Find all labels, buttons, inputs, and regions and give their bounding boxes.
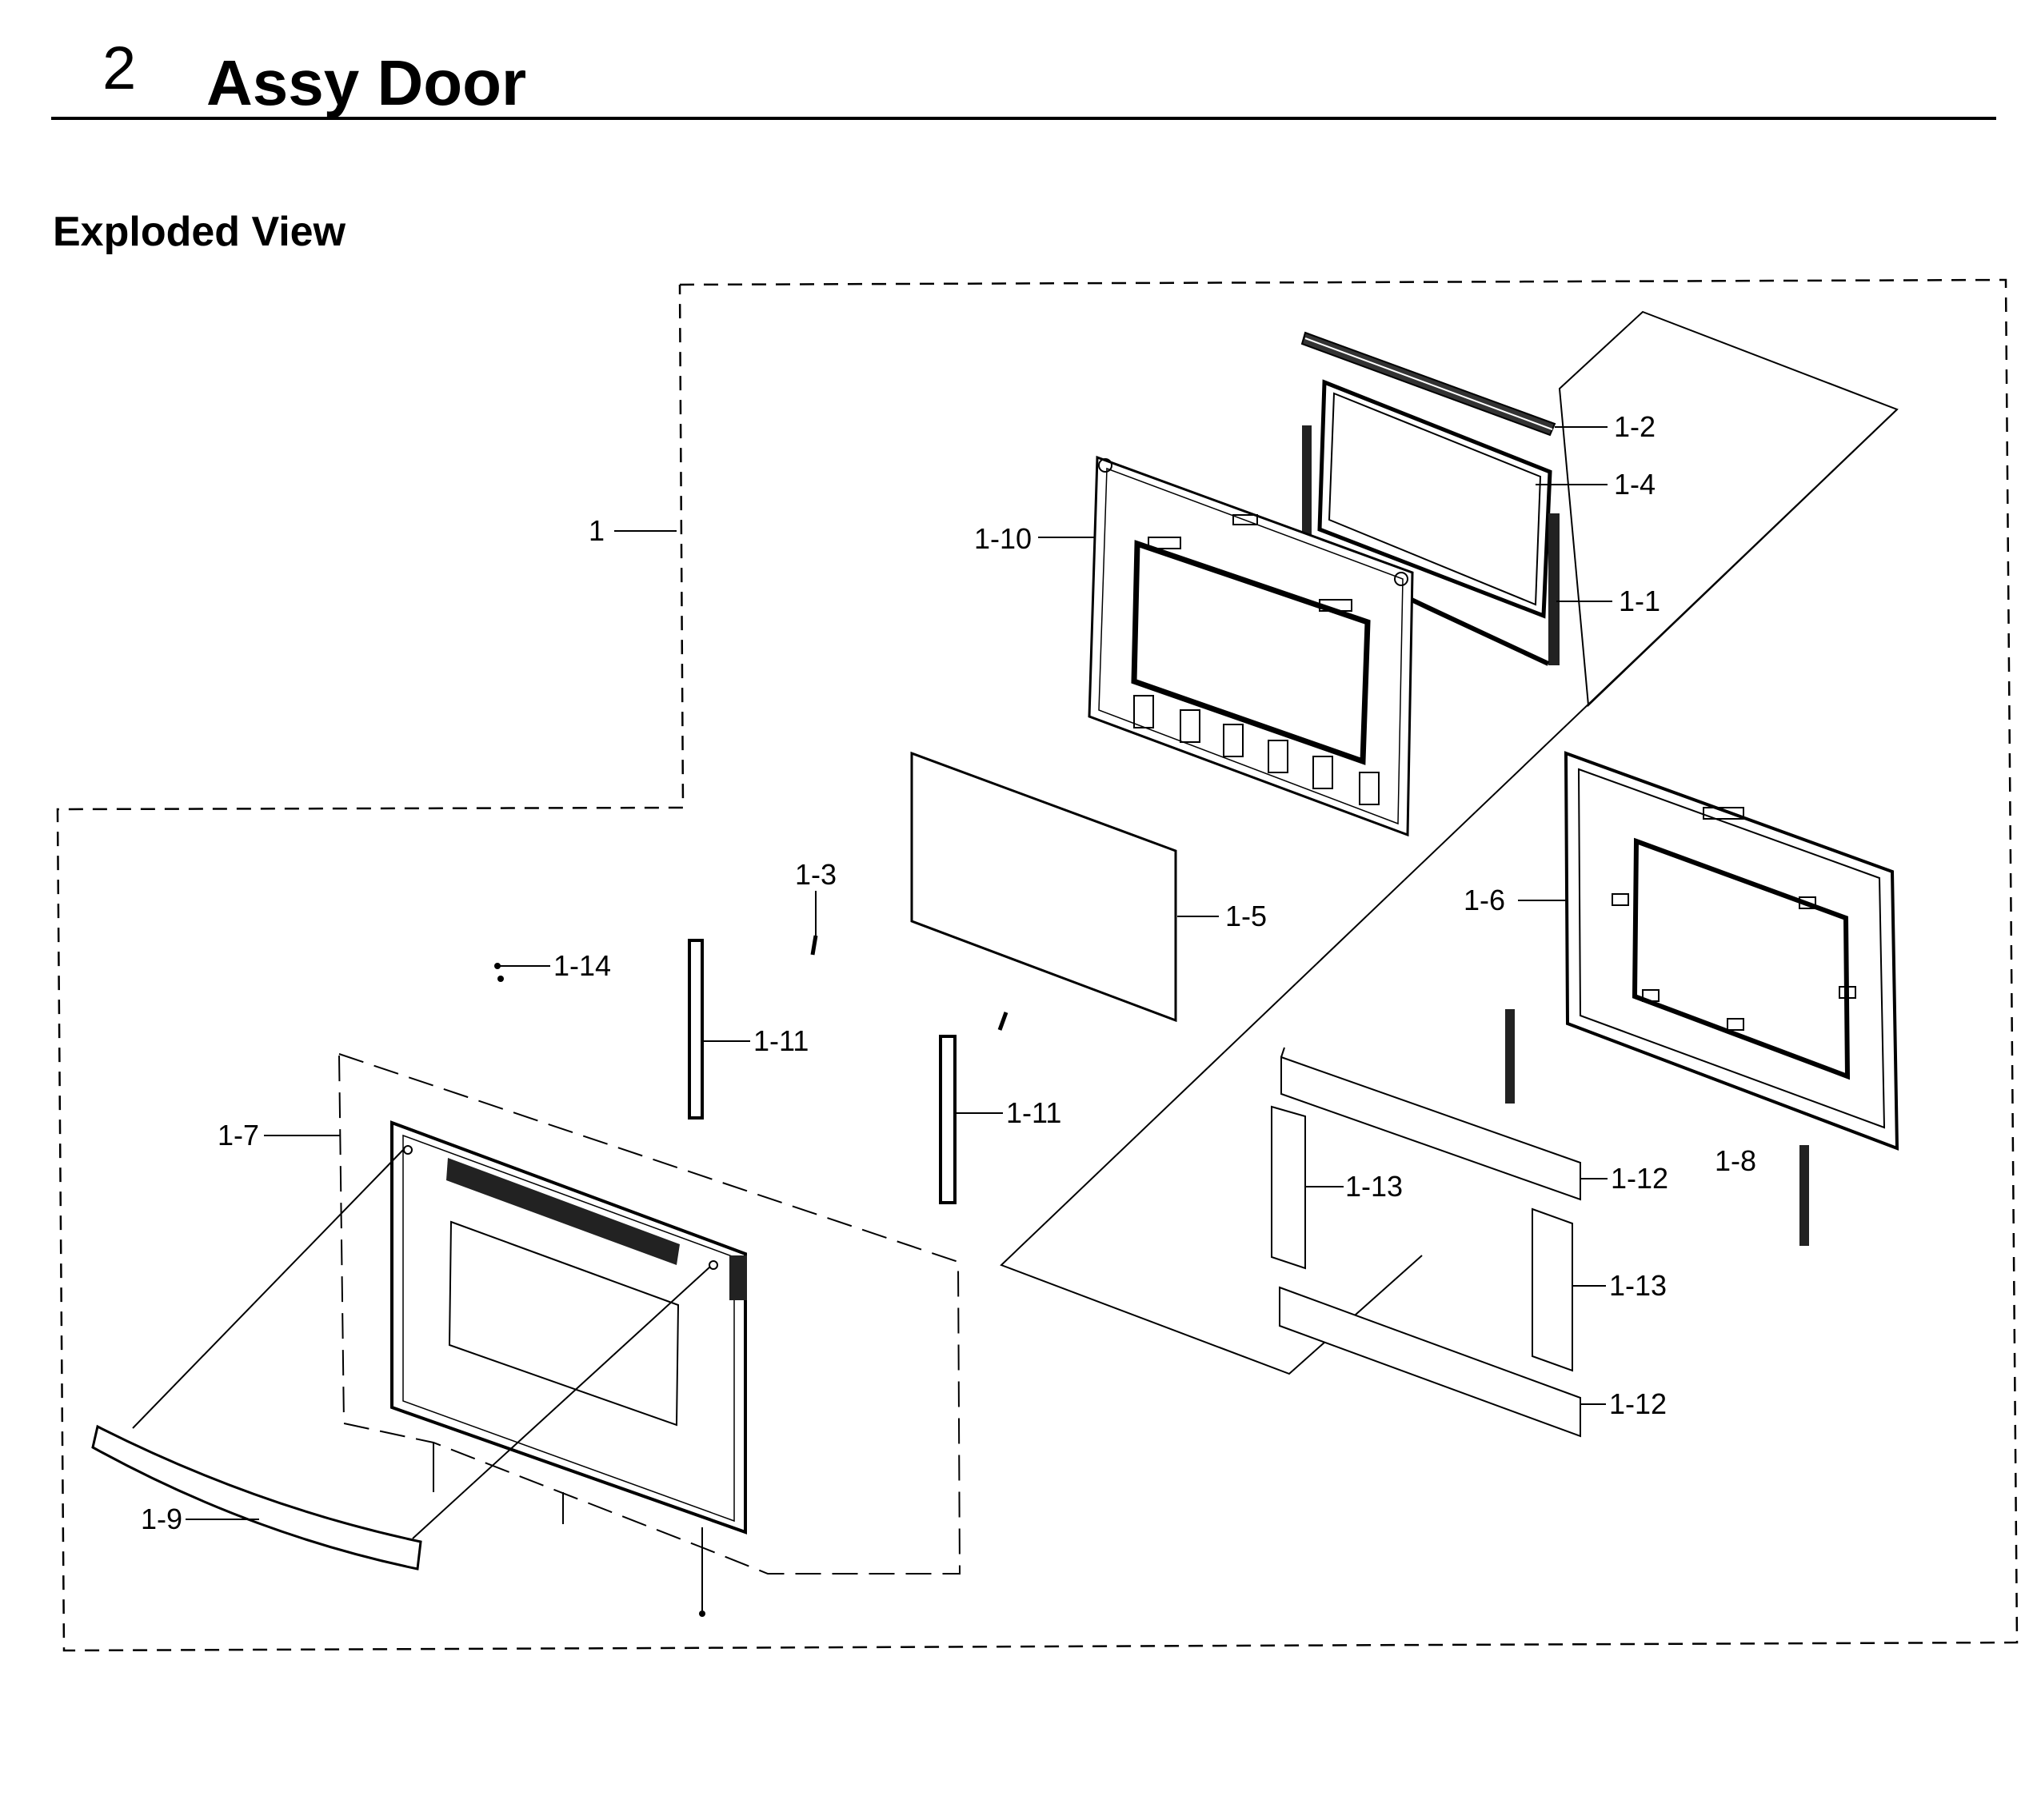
label-1-2: 1-2 xyxy=(1614,410,1656,443)
label-1-4: 1-4 xyxy=(1614,468,1656,501)
rear-plane-outline xyxy=(1558,310,1899,708)
part-1-12-insulation-top xyxy=(1280,1047,1581,1201)
label-1-8: 1-8 xyxy=(1715,1144,1756,1177)
front-plane-drop-end xyxy=(699,1610,705,1617)
section-number: 2 xyxy=(102,34,137,102)
part-1-13-insulation-right xyxy=(1532,1207,1573,1372)
title-rule xyxy=(51,117,1996,120)
part-1-4-glass-frame xyxy=(1317,379,1552,619)
part-1-10-inner-panel xyxy=(1088,455,1414,837)
part-1-9-handle xyxy=(91,1149,711,1571)
leader-lines xyxy=(186,426,1612,1520)
part-1-11-bracket-right xyxy=(939,1035,957,1204)
part-1-2-seal-strip xyxy=(1300,331,1556,437)
part-1-6-outer-frame xyxy=(1564,751,1899,1151)
label-1-11-b: 1-11 xyxy=(1006,1096,1061,1129)
label-1-12-a: 1-12 xyxy=(1611,1162,1668,1195)
part-1-7-front-panel xyxy=(390,1120,747,1535)
assembly-boundary xyxy=(56,278,2019,1652)
part-1-3-screws xyxy=(810,935,1009,1031)
part-1-13-insulation-left xyxy=(1271,1105,1306,1270)
label-1-10: 1-10 xyxy=(974,522,1032,555)
section-title: Assy Door xyxy=(206,47,527,118)
label-1-3: 1-3 xyxy=(795,858,837,891)
label-1-5: 1-5 xyxy=(1225,900,1267,932)
part-1-11-bracket-left xyxy=(688,939,704,1120)
label-1-13-a: 1-13 xyxy=(1345,1170,1403,1203)
label-1-7: 1-7 xyxy=(218,1119,259,1151)
part-1-5-glass xyxy=(910,751,1177,1023)
label-1-1: 1-1 xyxy=(1619,585,1660,617)
label-1-14: 1-14 xyxy=(553,949,611,982)
part-1-12-insulation-bottom xyxy=(1279,1286,1581,1438)
label-1-6: 1-6 xyxy=(1464,884,1505,916)
label-1-12-b: 1-12 xyxy=(1609,1387,1667,1420)
label-1-13-b: 1-13 xyxy=(1609,1269,1667,1302)
label-1-11-a: 1-11 xyxy=(753,1024,809,1057)
label-1-9: 1-9 xyxy=(141,1503,182,1535)
label-1: 1 xyxy=(589,514,605,547)
front-plane-outline xyxy=(338,1053,961,1575)
part-1-8-hinge-pins xyxy=(1505,1009,1809,1246)
part-1-14-small-screws xyxy=(494,963,504,982)
subtitle: Exploded View xyxy=(53,209,346,255)
